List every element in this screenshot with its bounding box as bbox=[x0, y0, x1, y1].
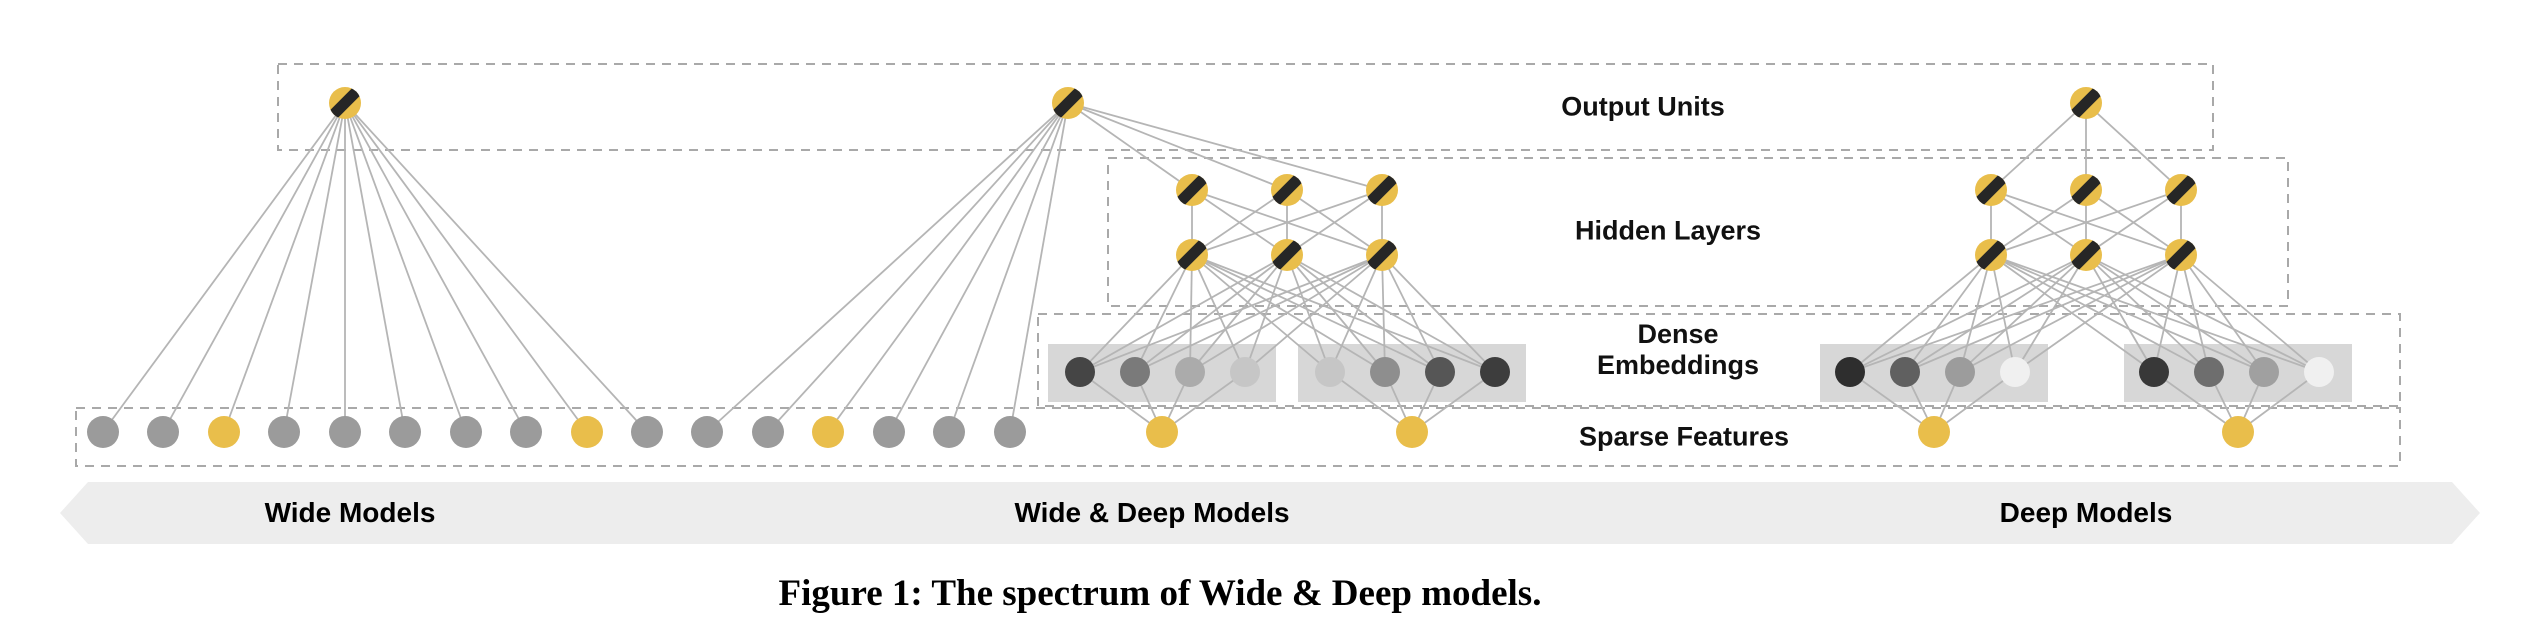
hidden-layers-box bbox=[1107, 157, 2289, 307]
sparse-features-box bbox=[75, 407, 2401, 467]
striped-unit-node bbox=[1052, 87, 1084, 119]
striped-unit-node bbox=[1975, 174, 2007, 206]
striped-unit-node bbox=[1176, 174, 1208, 206]
striped-unit-node bbox=[1271, 239, 1303, 271]
dense-embeddings-box bbox=[1037, 313, 2401, 407]
band-label-deep-models: Deep Models bbox=[1999, 497, 2173, 528]
striped-unit-node bbox=[2070, 87, 2102, 119]
output-units-box bbox=[277, 63, 2214, 151]
label-dense-line1: Dense bbox=[1637, 319, 1719, 349]
striped-unit-node bbox=[329, 87, 361, 119]
dashed-layer-boxes bbox=[75, 63, 2401, 467]
band-label-wide-models: Wide Models bbox=[264, 497, 436, 528]
striped-unit-node bbox=[2070, 239, 2102, 271]
connection-edges bbox=[102, 102, 2320, 433]
network-nodes bbox=[87, 87, 2334, 448]
label-dense-embeddings: Dense Embeddings bbox=[1597, 319, 1759, 381]
striped-unit-node bbox=[1366, 174, 1398, 206]
band-label-wide-and-deep-models: Wide & Deep Models bbox=[1014, 497, 1290, 528]
spectrum-band: Wide Models Wide & Deep Models Deep Mode… bbox=[60, 482, 2480, 544]
figure-caption: Figure 1: The spectrum of Wide & Deep mo… bbox=[778, 573, 1542, 614]
label-hidden-layers: Hidden Layers bbox=[1574, 215, 1762, 246]
striped-unit-node bbox=[1975, 239, 2007, 271]
striped-unit-node bbox=[2165, 239, 2197, 271]
label-dense-line2: Embeddings bbox=[1596, 350, 1760, 380]
label-sparse-features: Sparse Features bbox=[1578, 421, 1790, 452]
striped-unit-node bbox=[2165, 174, 2197, 206]
striped-unit-node bbox=[1366, 239, 1398, 271]
striped-unit-node bbox=[2070, 174, 2102, 206]
striped-unit-node bbox=[1176, 239, 1208, 271]
striped-unit-node bbox=[1271, 174, 1303, 206]
label-output-units: Output Units bbox=[1561, 91, 1725, 122]
